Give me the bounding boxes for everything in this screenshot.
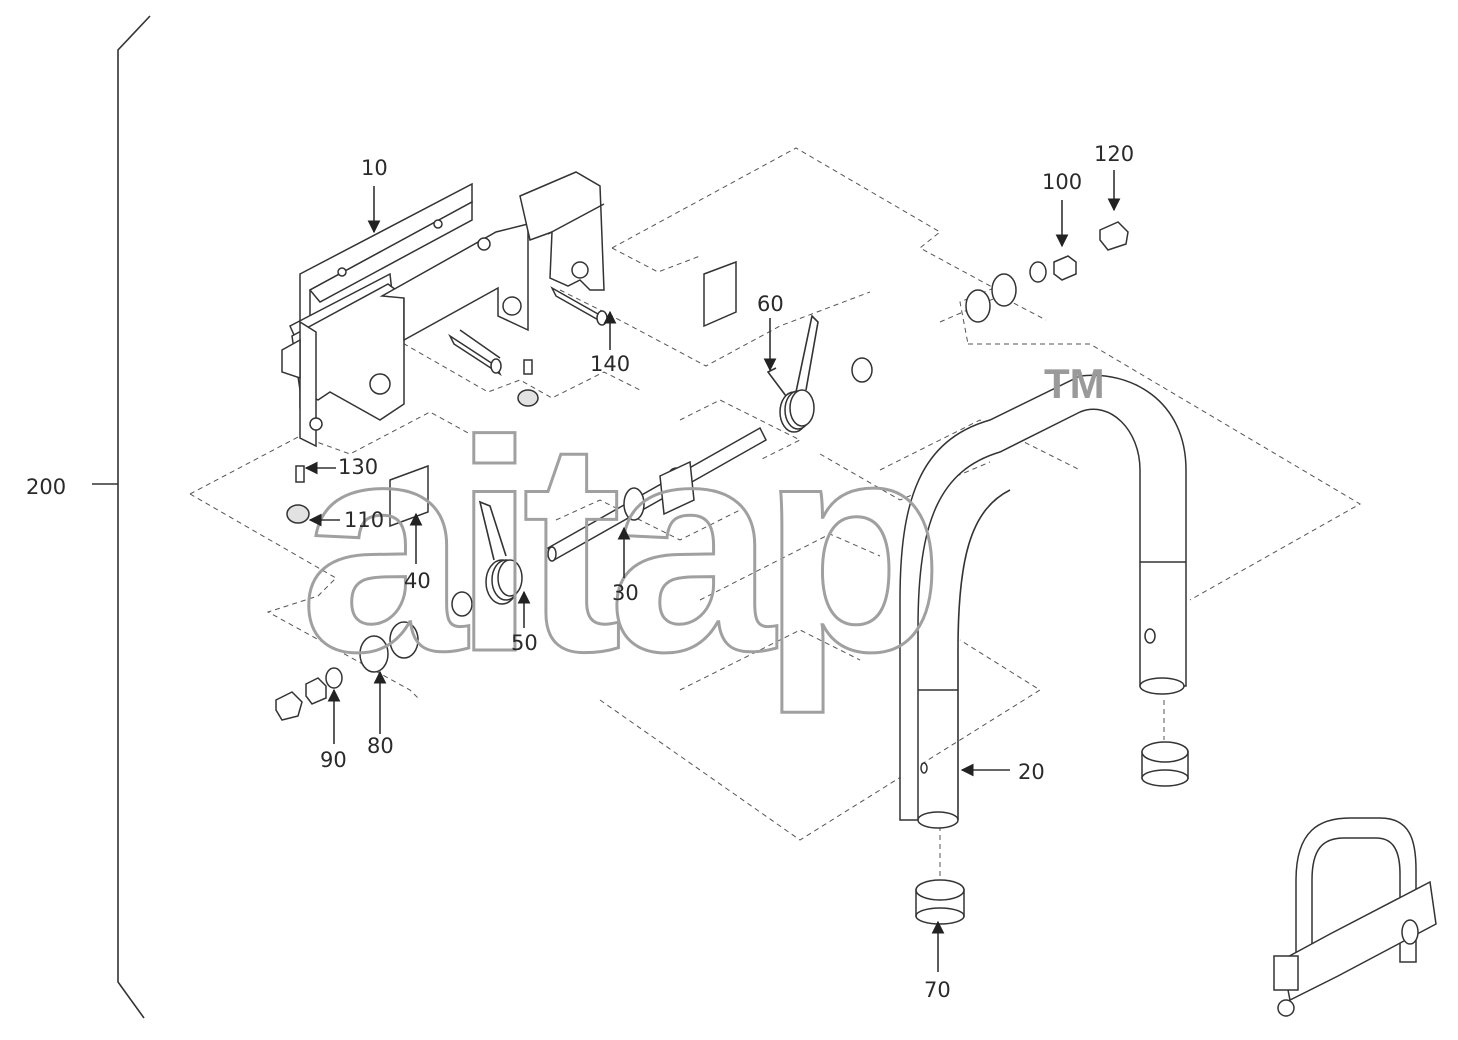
end-caps bbox=[915, 741, 1189, 925]
part-label-70: 70 bbox=[924, 978, 951, 1002]
pivot-shaft bbox=[547, 426, 767, 562]
part-label-20: 20 bbox=[1018, 760, 1045, 784]
torsion-spring-right bbox=[766, 314, 819, 433]
washers-right bbox=[851, 221, 1129, 383]
leader-arrows bbox=[304, 170, 1121, 972]
washers-left bbox=[275, 591, 473, 721]
part-label-60: 60 bbox=[757, 292, 784, 316]
part-label-80: 80 bbox=[367, 734, 394, 758]
bracket-frame bbox=[281, 171, 608, 448]
watermark: aitap TM bbox=[299, 360, 1105, 717]
part-label-110: 110 bbox=[344, 508, 384, 532]
part-label-120: 120 bbox=[1094, 142, 1134, 166]
part-labels: 200 10 20 30 40 50 60 70 80 90 100 110 1… bbox=[26, 142, 1134, 1002]
rubber-pads bbox=[389, 260, 737, 528]
part-label-130: 130 bbox=[338, 455, 378, 479]
part-label-30: 30 bbox=[612, 581, 639, 605]
assembly-bracket bbox=[92, 15, 151, 1019]
assembly-guide-lines bbox=[189, 147, 1361, 876]
assembled-thumbnail bbox=[1273, 817, 1437, 1017]
grease-fittings bbox=[286, 359, 539, 524]
torsion-spring-left bbox=[478, 500, 523, 605]
assembly-label-200: 200 bbox=[26, 475, 66, 499]
loop-handle bbox=[899, 374, 1187, 829]
part-label-40: 40 bbox=[404, 569, 431, 593]
watermark-text: aitap bbox=[300, 378, 934, 716]
part-label-140: 140 bbox=[590, 352, 630, 376]
trademark-symbol: TM bbox=[1044, 360, 1105, 407]
part-label-10: 10 bbox=[361, 156, 388, 180]
part-label-50: 50 bbox=[511, 631, 538, 655]
part-label-90: 90 bbox=[320, 748, 347, 772]
part-label-100: 100 bbox=[1042, 170, 1082, 194]
